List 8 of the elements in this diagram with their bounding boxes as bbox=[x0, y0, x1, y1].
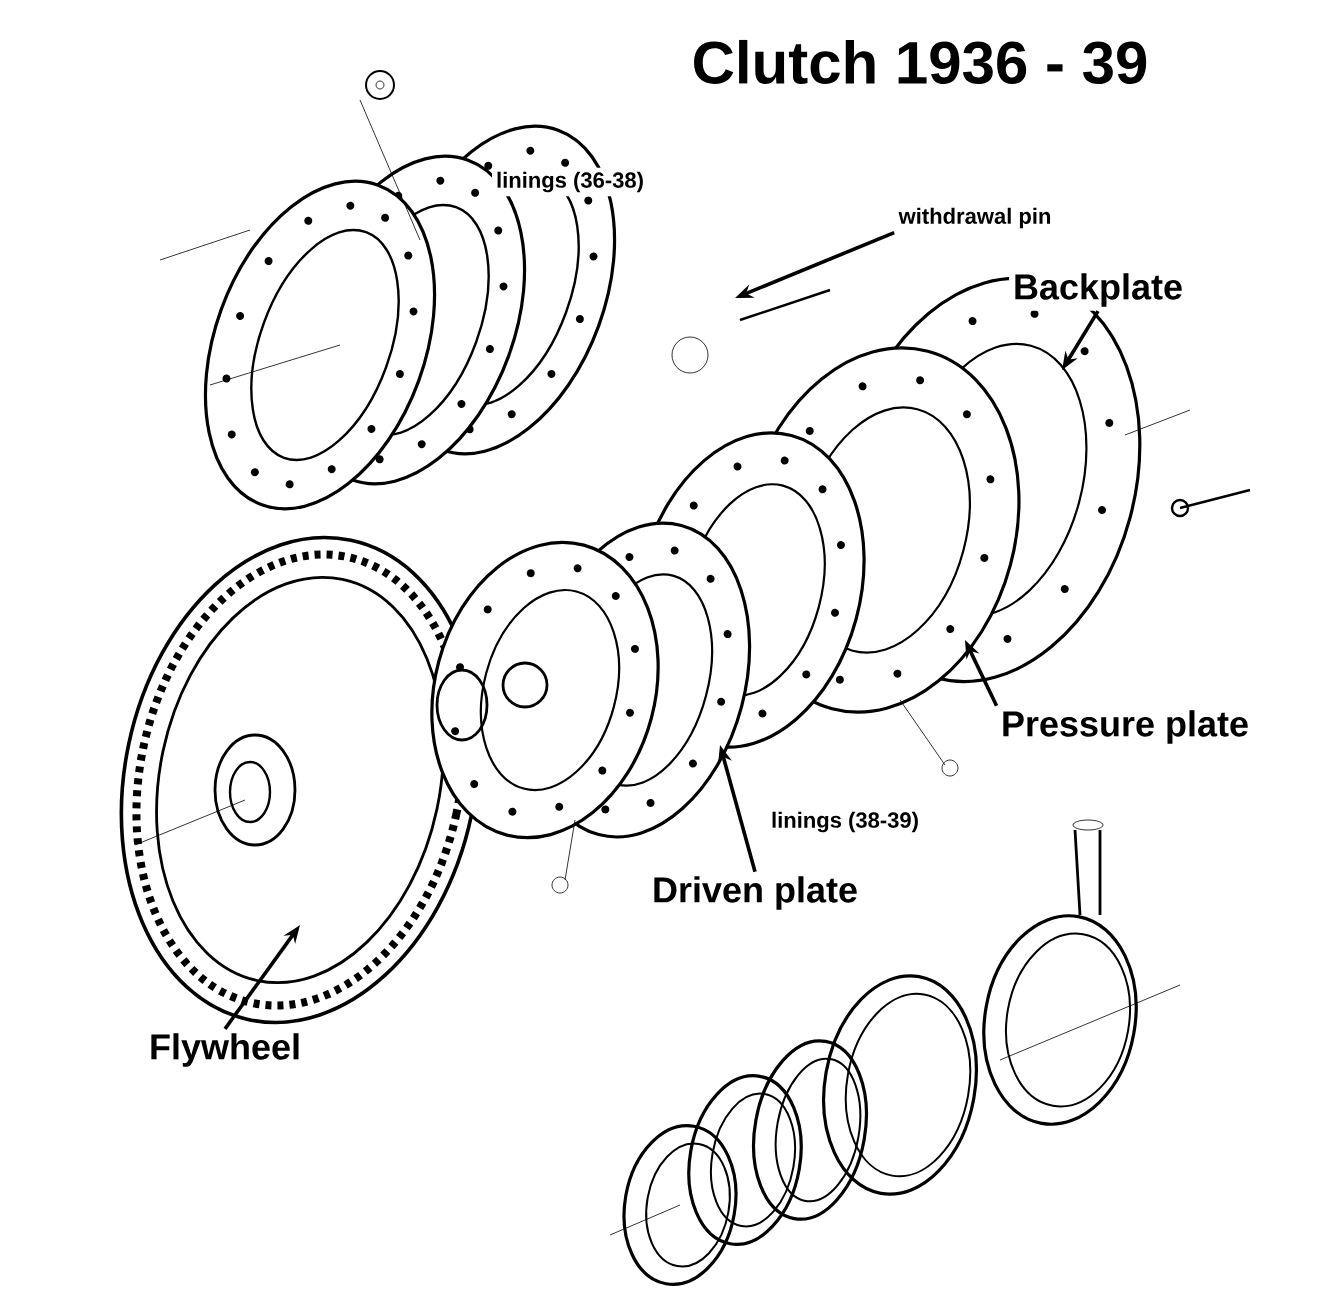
part-label: linings (38-39) bbox=[767, 807, 923, 837]
part-label: withdrawal pin bbox=[894, 203, 1056, 233]
part-label: Flywheel bbox=[145, 1029, 306, 1071]
part-label: linings (36-38) bbox=[492, 167, 648, 197]
part-label: Backplate bbox=[1008, 269, 1188, 311]
part-label: Driven plate bbox=[647, 872, 863, 914]
part-label: Pressure plate bbox=[996, 706, 1254, 748]
title: Clutch 1936 - 39 bbox=[694, 39, 1147, 85]
